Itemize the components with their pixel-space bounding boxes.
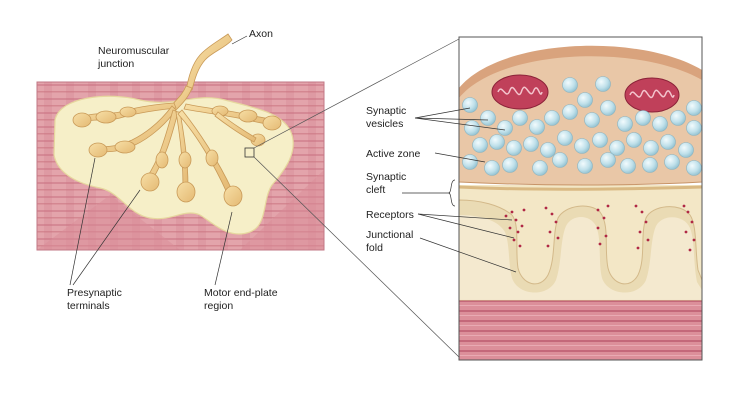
label-neuromuscular-junction-line2: junction: [97, 58, 134, 70]
label-synaptic-cleft: Synaptic cleft: [366, 171, 409, 196]
label-axon: Axon: [249, 28, 273, 40]
label-motor-end-plate-line2: region: [204, 300, 233, 312]
label-neuromuscular-junction: Neuromuscular junction: [97, 45, 172, 70]
label-synaptic-vesicles-line2: vesicles: [366, 118, 403, 130]
label-junctional-fold-line2: fold: [366, 242, 383, 254]
magnified-synapse-panel: [459, 37, 702, 360]
label-synaptic-cleft-line1: Synaptic: [366, 171, 406, 183]
label-motor-end-plate: Motor end-plate region: [204, 287, 280, 312]
muscle-fiber-band: [459, 292, 702, 360]
label-synaptic-vesicles-line1: Synaptic: [366, 105, 406, 117]
label-junctional-fold-line1: Junctional: [366, 229, 413, 241]
label-active-zone: Active zone: [366, 148, 420, 160]
label-motor-end-plate-line1: Motor end-plate: [204, 287, 278, 299]
label-junctional-fold: Junctional fold: [366, 229, 416, 254]
label-neuromuscular-junction-line1: Neuromuscular: [98, 45, 170, 57]
label-presynaptic-terminals-line1: Presynaptic: [67, 287, 122, 299]
mitochondrion-right: [625, 78, 679, 112]
label-receptors: Receptors: [366, 209, 414, 221]
label-presynaptic-terminals-line2: terminals: [67, 300, 110, 312]
mitochondrion-left: [492, 75, 548, 109]
label-presynaptic-terminals: Presynaptic terminals: [67, 287, 125, 312]
label-synaptic-vesicles: Synaptic vesicles: [366, 105, 409, 130]
label-synaptic-cleft-line2: cleft: [366, 184, 385, 196]
